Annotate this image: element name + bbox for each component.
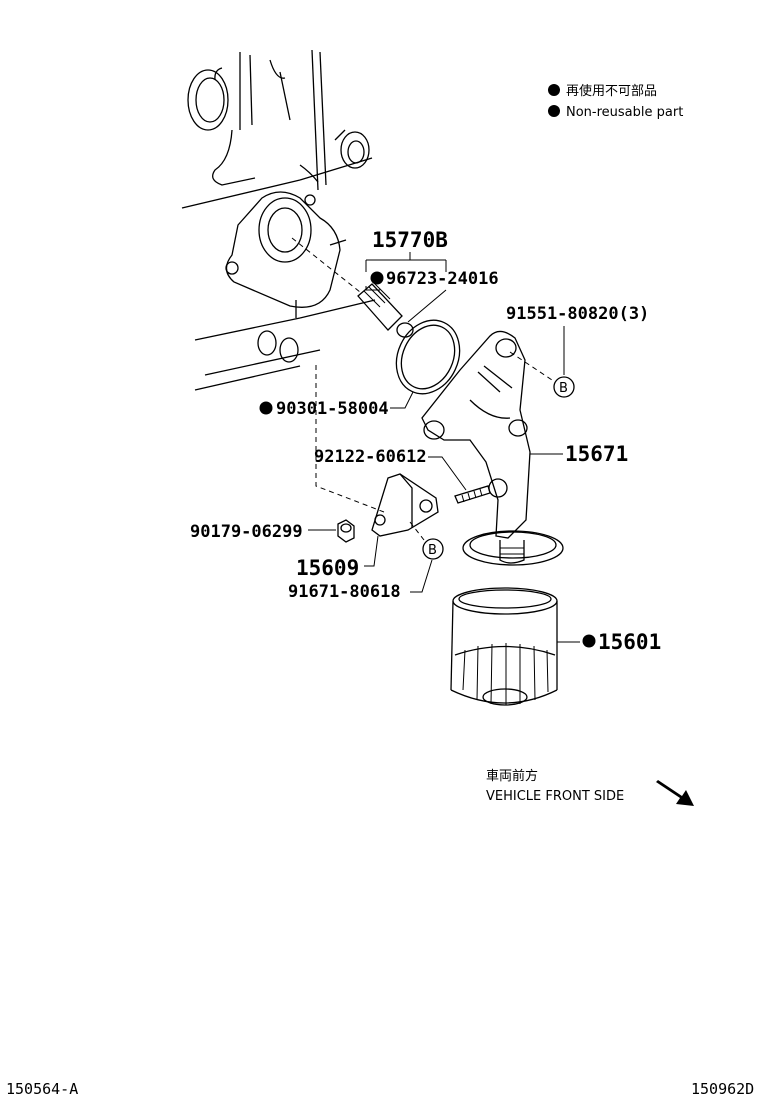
non-reusable-marker-icon bbox=[370, 271, 384, 285]
stud-group: 92122-60612 bbox=[314, 365, 491, 513]
part-label-90301-58004[interactable]: 90301-58004 bbox=[276, 399, 389, 419]
part-label-96723-24016[interactable]: 96723-24016 bbox=[386, 269, 499, 289]
filter-bracket-group: 15671 91551-80820(3) B bbox=[421, 304, 649, 566]
part-label-15601[interactable]: 15601 bbox=[598, 630, 661, 654]
callout-b-icon bbox=[553, 376, 575, 398]
callout-b-label: B bbox=[559, 381, 568, 396]
oil-filter-group: 15601 bbox=[450, 587, 661, 706]
legend-jp-label: 再使用不可部品 bbox=[566, 83, 657, 99]
direction-en-label: VEHICLE FRONT SIDE bbox=[486, 789, 624, 804]
union-bolt-group: 15770B 96723-24016 bbox=[291, 228, 499, 338]
engine-block-drawing bbox=[181, 49, 376, 391]
o-ring-group: 90301-58004 bbox=[259, 319, 461, 419]
stay-group: 15609 B 91671-80618 bbox=[288, 473, 444, 602]
callout-b-icon bbox=[422, 538, 444, 560]
drawing-code-right: 150962D bbox=[691, 1080, 754, 1098]
direction-jp-label: 車両前方 bbox=[486, 768, 538, 784]
drawing-code-left: 150564-A bbox=[6, 1080, 78, 1098]
vehicle-front-indicator: 車両前方 VEHICLE FRONT SIDE bbox=[486, 768, 694, 806]
callout-b-label: B bbox=[428, 543, 437, 558]
non-reusable-marker-icon bbox=[259, 401, 273, 415]
part-label-91551-80820[interactable]: 91551-80820(3) bbox=[506, 304, 649, 324]
non-reusable-marker-icon bbox=[582, 634, 596, 648]
part-label-15609[interactable]: 15609 bbox=[296, 556, 359, 580]
non-reusable-marker-icon bbox=[548, 105, 560, 117]
part-label-15770B[interactable]: 15770B bbox=[372, 228, 448, 252]
legend-en-label: Non-reusable part bbox=[566, 105, 683, 120]
nut-group: 90179-06299 bbox=[190, 519, 355, 543]
part-label-92122-60612[interactable]: 92122-60612 bbox=[314, 447, 427, 467]
part-label-91671-80618[interactable]: 91671-80618 bbox=[288, 582, 401, 602]
part-label-90179-06299[interactable]: 90179-06299 bbox=[190, 522, 303, 542]
legend: 再使用不可部品 Non-reusable part bbox=[548, 83, 683, 120]
direction-arrow-icon bbox=[652, 780, 694, 806]
non-reusable-marker-icon bbox=[548, 84, 560, 96]
part-label-15671[interactable]: 15671 bbox=[565, 442, 628, 466]
